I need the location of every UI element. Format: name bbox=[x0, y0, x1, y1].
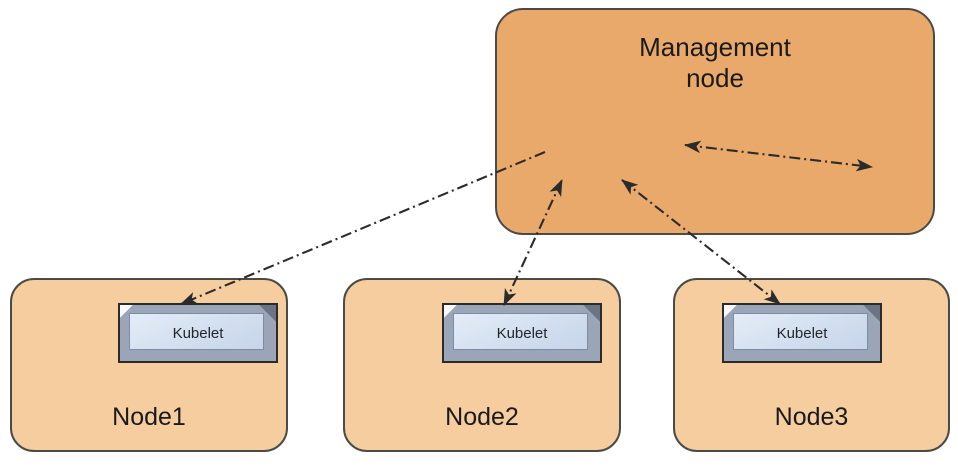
kubelet-node1-label: Kubelet bbox=[172, 324, 224, 342]
kubelet-node1-component[interactable]: Kubelet bbox=[118, 303, 278, 363]
kubelet-node3-component[interactable]: Kubelet bbox=[722, 303, 882, 363]
management-node-label: Management node bbox=[639, 32, 791, 93]
kubelet-node2-component[interactable]: Kubelet bbox=[442, 303, 602, 363]
worker-node-3-label: Node3 bbox=[774, 403, 849, 431]
kubelet-node2-label: Kubelet bbox=[496, 324, 548, 342]
management-node-container: Management node API server CA bbox=[495, 8, 935, 235]
kubelet-node3-label: Kubelet bbox=[776, 324, 828, 342]
worker-node-1-label: Node1 bbox=[112, 403, 186, 431]
worker-node-2-label: Node2 bbox=[445, 403, 519, 431]
